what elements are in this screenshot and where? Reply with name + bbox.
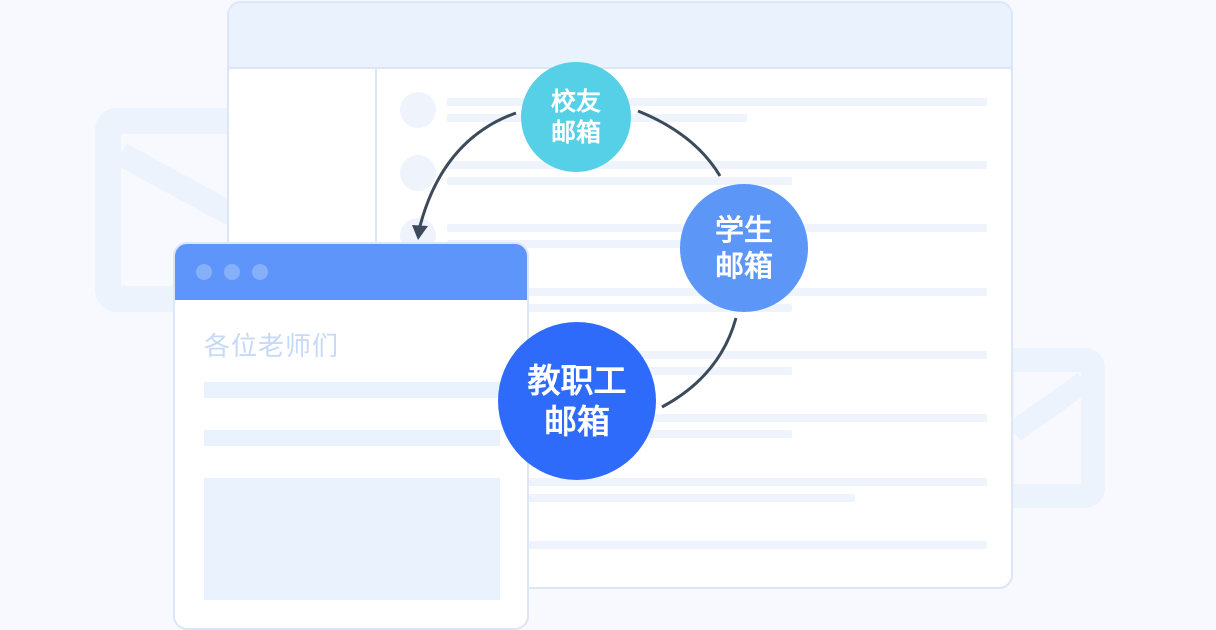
staff-mailbox-badge: 教职工 邮箱 (498, 322, 656, 480)
arc-student-staff (661, 317, 738, 409)
list-item-line (447, 414, 987, 422)
list-item-line (447, 494, 855, 502)
list-item-line (447, 177, 792, 185)
window-dot-icon (224, 264, 240, 280)
arc-alumni-student (637, 109, 722, 177)
avatar (400, 92, 436, 128)
student-line1: 学生 (714, 212, 773, 247)
student-mailbox-badge: 学生 邮箱 (680, 184, 808, 312)
text-line (204, 382, 500, 398)
window-dot-icon (252, 264, 268, 280)
list-item-line (447, 98, 987, 106)
arrow-alumni-to-compose (416, 111, 517, 235)
student-line2: 邮箱 (714, 249, 773, 283)
alumni-line1: 校友 (550, 86, 601, 116)
staff-line2: 邮箱 (544, 402, 610, 441)
window-titlebar (229, 3, 1011, 69)
compose-titlebar (175, 244, 527, 300)
list-item-line (447, 541, 987, 549)
alumni-line2: 邮箱 (550, 118, 601, 147)
arrowhead-icon (412, 225, 428, 240)
compose-window: 各位老师们 (173, 242, 529, 630)
greeting-text: 各位老师们 (204, 332, 340, 362)
content-block (204, 478, 500, 600)
staff-line1: 教职工 (527, 360, 627, 400)
avatar (400, 155, 436, 191)
list-item-line (447, 351, 987, 359)
list-item-line (447, 240, 792, 248)
alumni-mailbox-badge: 校友 邮箱 (521, 62, 631, 172)
window-dot-icon (196, 264, 212, 280)
list-item-line (447, 478, 987, 486)
text-line (204, 430, 500, 446)
list-item-line (447, 161, 987, 169)
list-item-line (447, 304, 792, 312)
